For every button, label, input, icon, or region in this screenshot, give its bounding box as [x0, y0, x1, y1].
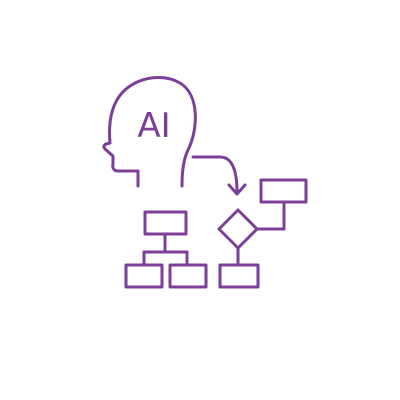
flow-bottom-box	[218, 263, 260, 289]
arrow-head-icon	[227, 183, 247, 196]
ai-label: AI	[137, 106, 170, 146]
org-top-box	[143, 210, 188, 236]
curved-arrow-icon	[191, 155, 239, 194]
org-right-box	[168, 263, 208, 289]
decision-diamond	[217, 208, 259, 250]
flowchart-icon	[217, 178, 308, 289]
flow-top-box	[259, 178, 308, 204]
head-icon	[102, 76, 197, 188]
org-left-box	[124, 263, 164, 289]
hierarchy-chart-icon	[124, 210, 208, 289]
